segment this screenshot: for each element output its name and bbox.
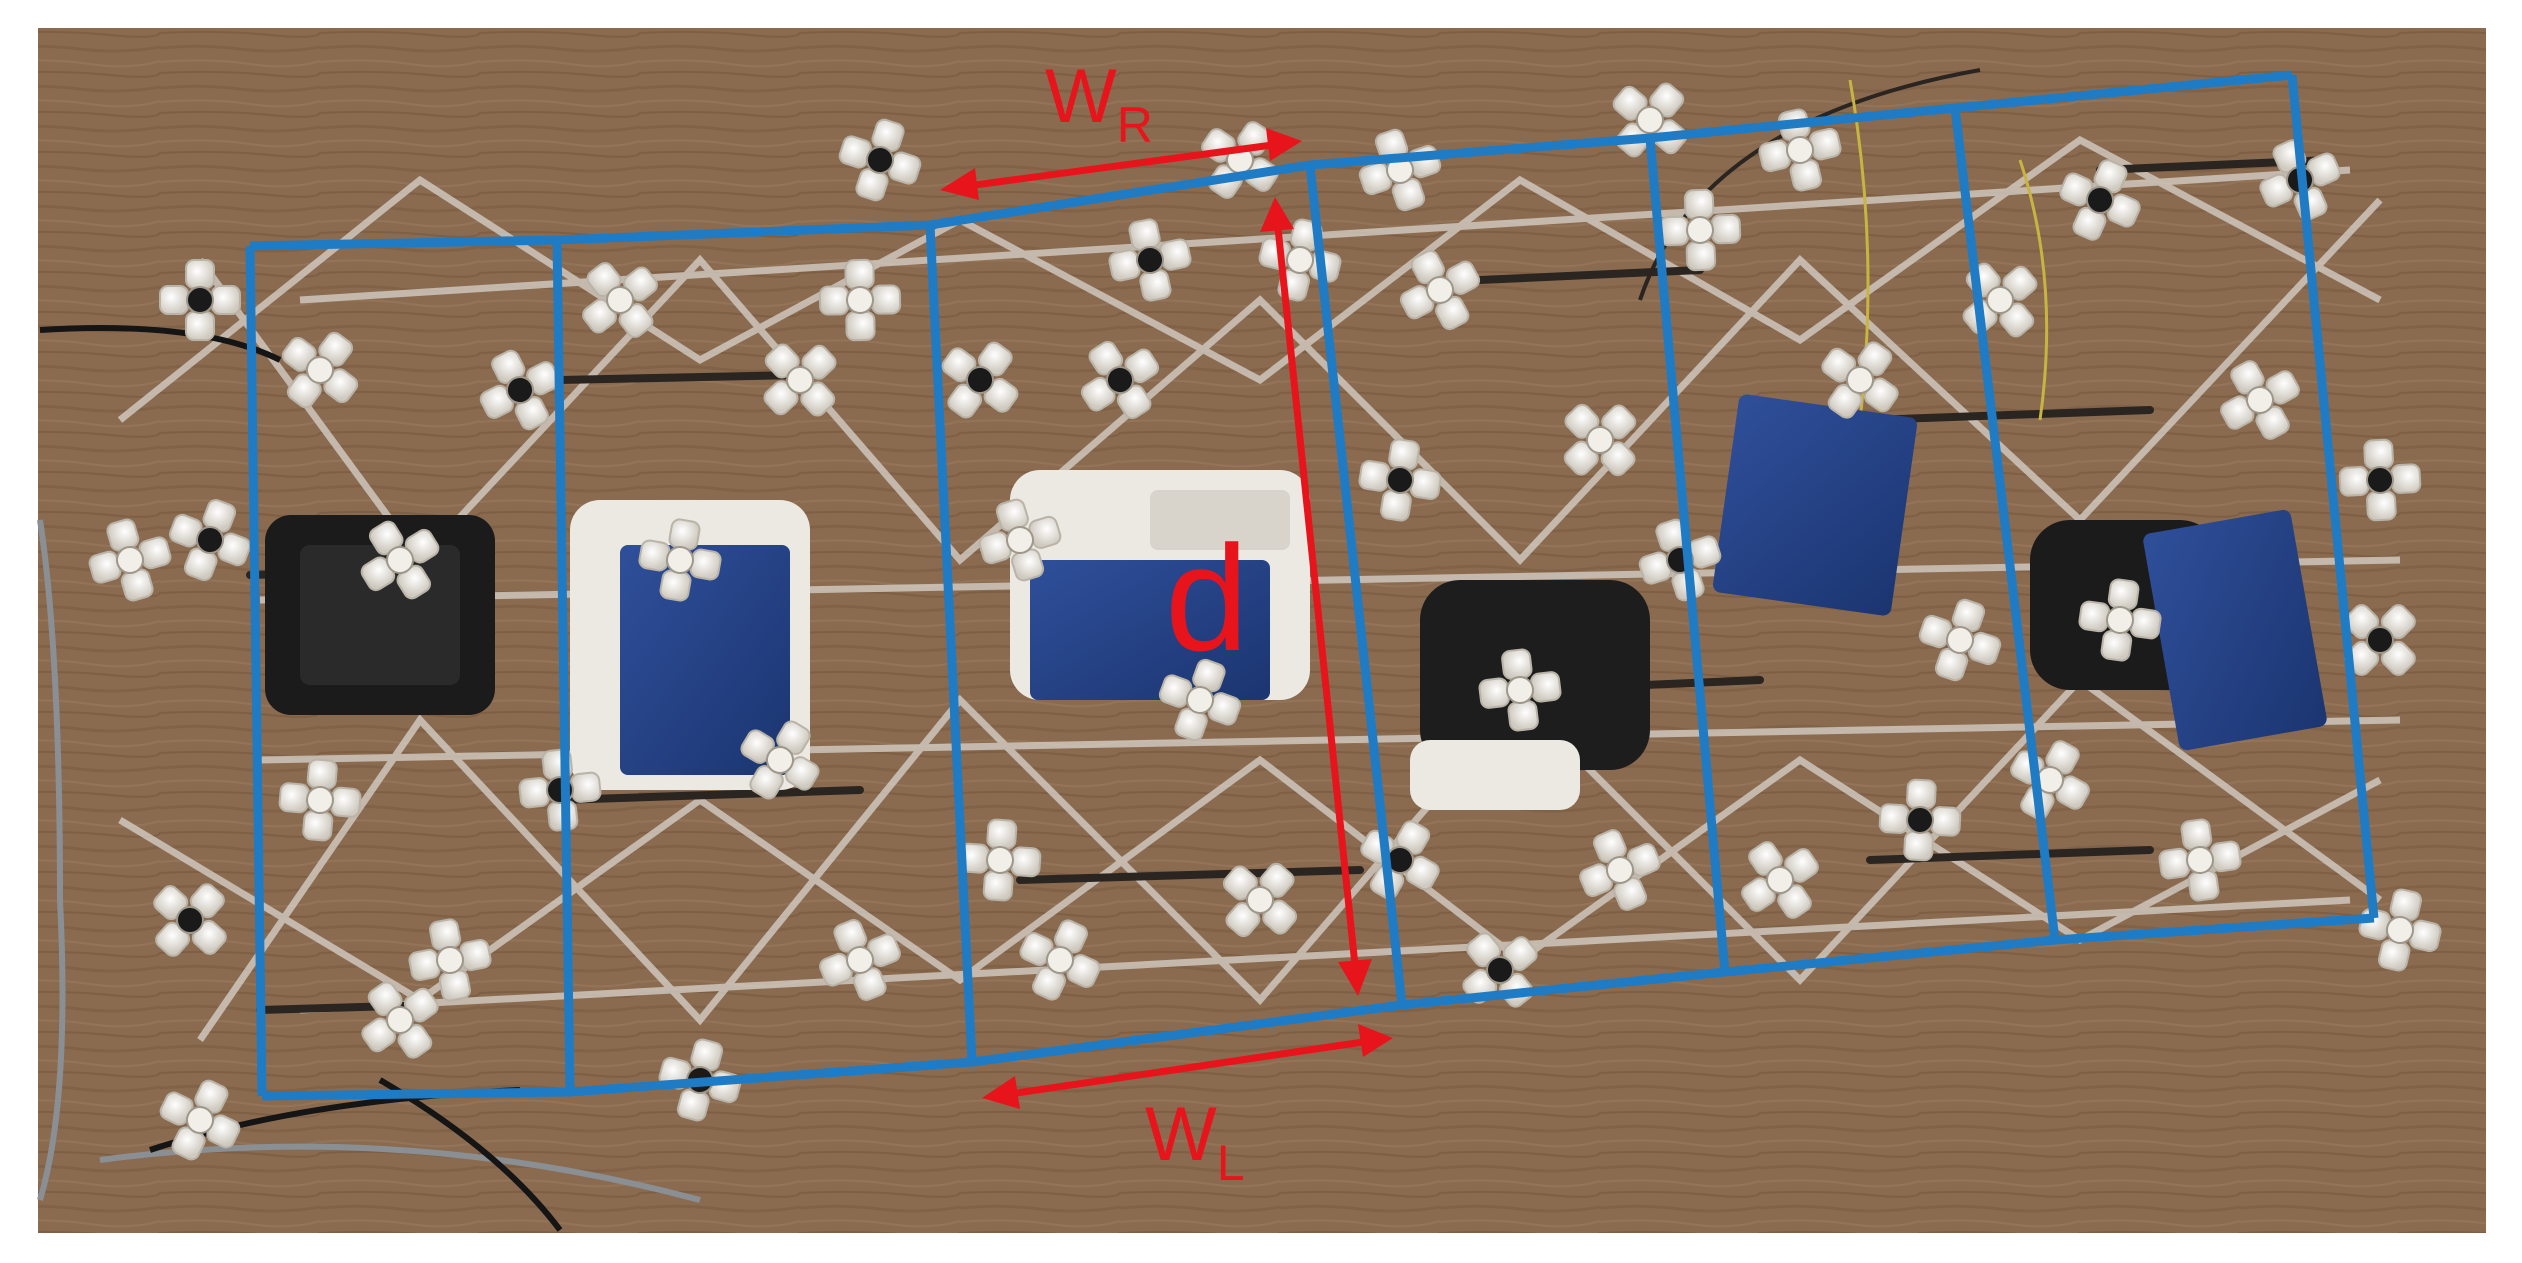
- joint-node: [1821, 341, 1899, 419]
- divider-7: [2287, 74, 2379, 919]
- joint-node: [1563, 403, 1637, 477]
- joint-node: [1658, 188, 1742, 272]
- joint-node: [1080, 340, 1160, 420]
- joint-node: [278, 758, 362, 842]
- annotations: [940, 128, 1393, 1109]
- divider-6: [1950, 107, 2060, 941]
- wr-label: WR: [1045, 54, 1153, 153]
- divider-5: [1645, 137, 1730, 973]
- divider-3: [925, 224, 977, 1063]
- joint-node: [1918, 598, 2002, 682]
- joint-node: [1758, 108, 1842, 192]
- white-joints: [88, 82, 2442, 1161]
- d-label: d: [1165, 514, 1248, 682]
- joint-node: [1108, 218, 1192, 302]
- joint-node: [2220, 360, 2300, 440]
- segment-outlines: [245, 70, 2379, 1101]
- joint-node: [408, 918, 492, 1002]
- joint-node: [1222, 862, 1298, 938]
- joint-node: [1360, 820, 1440, 900]
- joint-node: [1158, 658, 1242, 742]
- joint-node: [838, 118, 922, 202]
- wl-label-main: W: [1145, 1092, 1217, 1177]
- joint-node: [1019, 919, 1101, 1001]
- joint-node: [1478, 648, 1562, 732]
- module-3: [1010, 470, 1310, 700]
- joint-node: [361, 981, 439, 1059]
- divider-2: [552, 239, 575, 1093]
- joint-node: [1579, 829, 1661, 911]
- joint-node: [818, 258, 902, 342]
- joint-node: [159, 259, 241, 341]
- joint-node: [2338, 438, 2422, 522]
- wl-label-sub: L: [1217, 1135, 1245, 1191]
- wl-arrow: [982, 1024, 1393, 1109]
- joint-node: [2078, 578, 2162, 662]
- divider-1: [245, 245, 267, 1097]
- joint-node: [1399, 249, 1481, 331]
- wr-label-main: W: [1045, 54, 1117, 139]
- divider-4: [1305, 164, 1407, 1006]
- joint-node: [360, 520, 440, 600]
- d-arrow: [1260, 197, 1372, 996]
- joint-node: [2059, 159, 2141, 241]
- joint-node: [2158, 818, 2242, 902]
- module-2: [570, 500, 810, 790]
- wr-arrow: [940, 128, 1302, 200]
- joint-node: [1741, 841, 1819, 919]
- joint-node: [941, 341, 1019, 419]
- joint-node: [582, 262, 658, 338]
- joint-node: [1358, 128, 1442, 212]
- joint-node: [168, 498, 252, 582]
- module-5: [1712, 394, 1918, 616]
- joint-node: [1878, 778, 1962, 862]
- joint-node: [88, 518, 172, 602]
- wr-label-sub: R: [1117, 97, 1153, 153]
- joint-node: [2344, 604, 2416, 676]
- joint-node: [740, 720, 820, 800]
- joint-node: [281, 331, 359, 409]
- joint-node: [819, 919, 901, 1001]
- joint-node: [958, 818, 1042, 902]
- joint-node: [159, 1079, 241, 1161]
- joint-node: [638, 518, 722, 602]
- joint-node: [978, 498, 1062, 582]
- joint-node: [763, 343, 837, 417]
- joint-node: [1358, 438, 1442, 522]
- wl-label: WL: [1145, 1092, 1245, 1191]
- joint-node: [153, 883, 227, 957]
